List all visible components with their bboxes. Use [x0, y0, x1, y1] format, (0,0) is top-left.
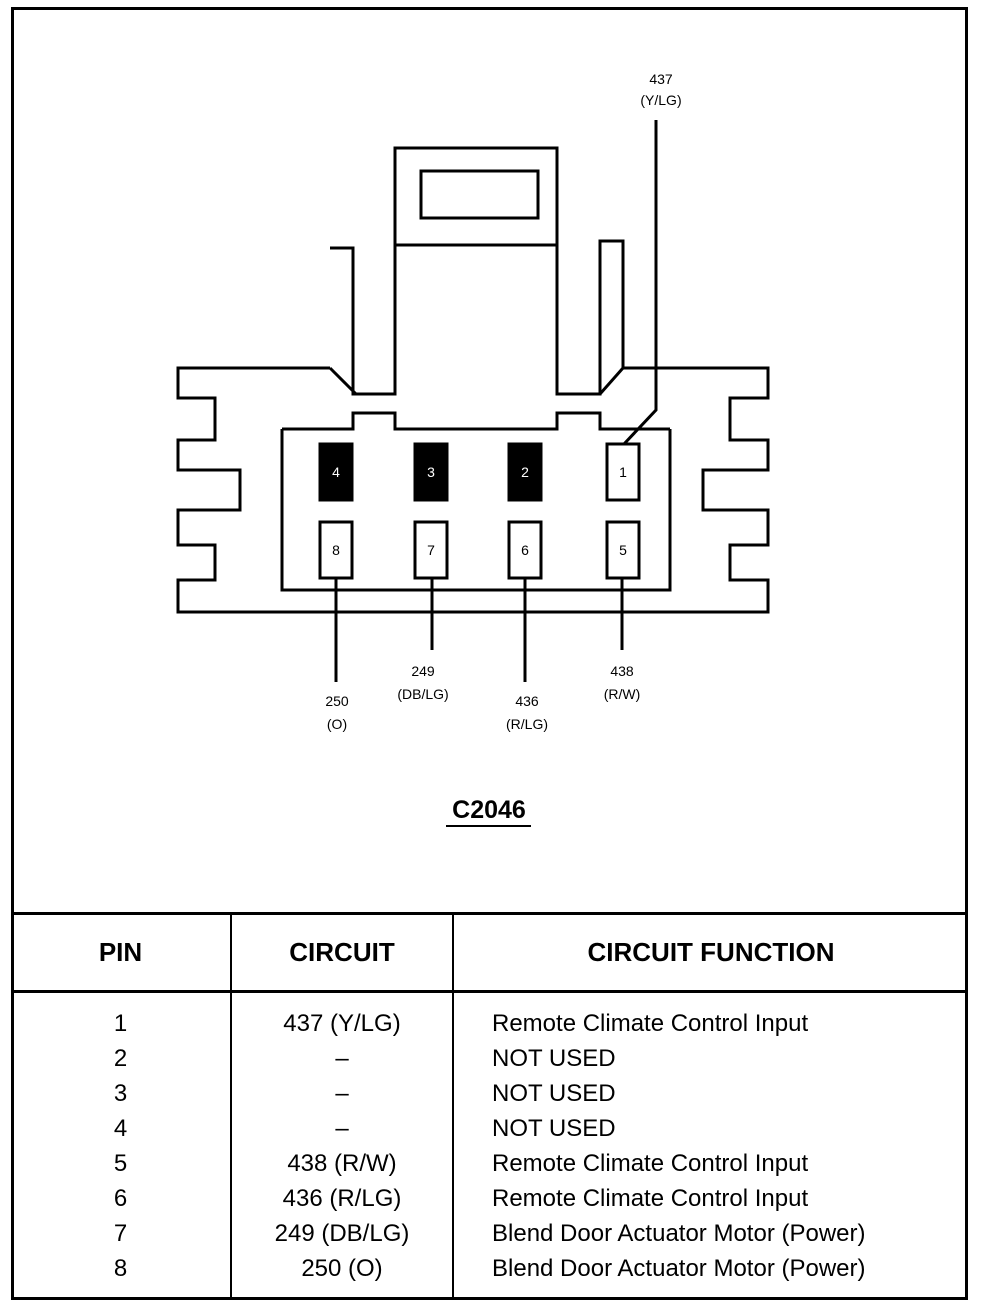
wire-label-p1-color: (Y/LG): [640, 92, 681, 108]
terminal-cavity: [280, 429, 672, 592]
wire-label-p1-number: 437: [649, 71, 673, 87]
pin-column: 1 2 3 4 5 6 7 8: [11, 991, 232, 1300]
latch-window: [419, 169, 540, 220]
pin-4-terminal: [318, 442, 354, 502]
pin-cell: 4: [113, 1115, 128, 1142]
function-cell: Remote Climate Control Input: [492, 1150, 809, 1177]
pin-4-number: 4: [332, 464, 340, 480]
pin-cell: 7: [113, 1220, 128, 1247]
connector-id: C2046: [452, 796, 526, 824]
connector-diagram: 4 3 2 1 8 7 6 5 437 (Y/LG) 250 (O) 249 (DB/LG)…: [176, 71, 770, 827]
pin-6-number: 6: [521, 542, 529, 558]
pin-cell: 5: [113, 1150, 128, 1177]
header-circuit: CIRCUIT: [231, 912, 454, 993]
circuit-cell: 437 (Y/LG): [283, 1010, 401, 1037]
pin-2-terminal: [507, 442, 543, 502]
pin-1-number: 1: [619, 464, 627, 480]
wire-label-p7-number: 249: [411, 663, 435, 679]
pin-7-terminal: [413, 520, 449, 580]
pin-cell: 2: [113, 1045, 128, 1072]
function-cell: Blend Door Actuator Motor (Power): [492, 1255, 866, 1282]
pin-2-number: 2: [521, 464, 529, 480]
circuit-cell: –: [335, 1115, 349, 1142]
pin-3-terminal: [413, 442, 449, 502]
function-cell: Blend Door Actuator Motor (Power): [492, 1220, 866, 1247]
document-frame: [11, 7, 968, 1300]
latch-housing: [393, 146, 559, 247]
table-header-row: PIN CIRCUIT CIRCUIT FUNCTION: [11, 912, 968, 993]
circuit-cell: –: [335, 1080, 349, 1107]
pin-cell: 8: [113, 1255, 128, 1282]
terminal-cavity-top: [282, 411, 670, 431]
wire-pin-1: [622, 120, 658, 446]
function-cell: NOT USED: [492, 1080, 616, 1107]
table-body-row: 1 2 3 4 5 6 7 8 437 (Y/LG) – – – 438 (R/W) 436 (R/LG…: [11, 991, 968, 1301]
pin-cell: 1: [113, 1010, 128, 1037]
pin-5-number: 5: [619, 542, 627, 558]
circuit-cell: 249 (DB/LG): [274, 1220, 410, 1247]
function-cell: NOT USED: [492, 1045, 616, 1072]
function-cell: NOT USED: [492, 1115, 616, 1142]
function-cell: Remote Climate Control Input: [492, 1185, 809, 1212]
pin-7-number: 7: [427, 542, 435, 558]
left-latch-arm: [330, 245, 397, 396]
pin-cell: 3: [113, 1080, 128, 1107]
circuit-cell: 250 (O): [301, 1255, 383, 1282]
wire-label-p6-color: (R/LG): [506, 716, 548, 732]
pin-8-number: 8: [332, 542, 340, 558]
connector-drawing: 4 3 2 1 8 7 6 5 437 (Y/LG) 250 (O) 249 (DB/LG)…: [176, 71, 770, 827]
wire-label-p7-color: (DB/LG): [397, 686, 448, 702]
header-circuit-function: CIRCUIT FUNCTION: [453, 912, 968, 993]
pin-3-number: 3: [427, 464, 435, 480]
connector-body-outline: [176, 366, 770, 614]
pin-1-terminal: [605, 442, 641, 502]
pin-cell: 6: [113, 1185, 128, 1212]
circuit-cell: 436 (R/LG): [282, 1185, 402, 1212]
pin-table: PIN CIRCUIT CIRCUIT FUNCTION 1 2 3 4 5 6 7 8 43…: [11, 912, 968, 1300]
wire-label-p8-number: 250: [325, 693, 349, 709]
circuit-column: 437 (Y/LG) – – – 438 (R/W) 436 (R/LG) 249 (DB/…: [231, 991, 454, 1300]
header-pin: PIN: [11, 912, 232, 993]
wire-label-p6-number: 436: [515, 693, 539, 709]
circuit-cell: –: [335, 1045, 349, 1072]
wire-label-p5-number: 438: [610, 663, 634, 679]
wire-label-p5-color: (R/W): [604, 686, 641, 702]
circuit-cell: 438 (R/W): [287, 1150, 397, 1177]
right-latch-arm: [555, 239, 625, 396]
function-cell: Remote Climate Control Input: [492, 1010, 809, 1037]
wire-label-p8-color: (O): [327, 716, 347, 732]
